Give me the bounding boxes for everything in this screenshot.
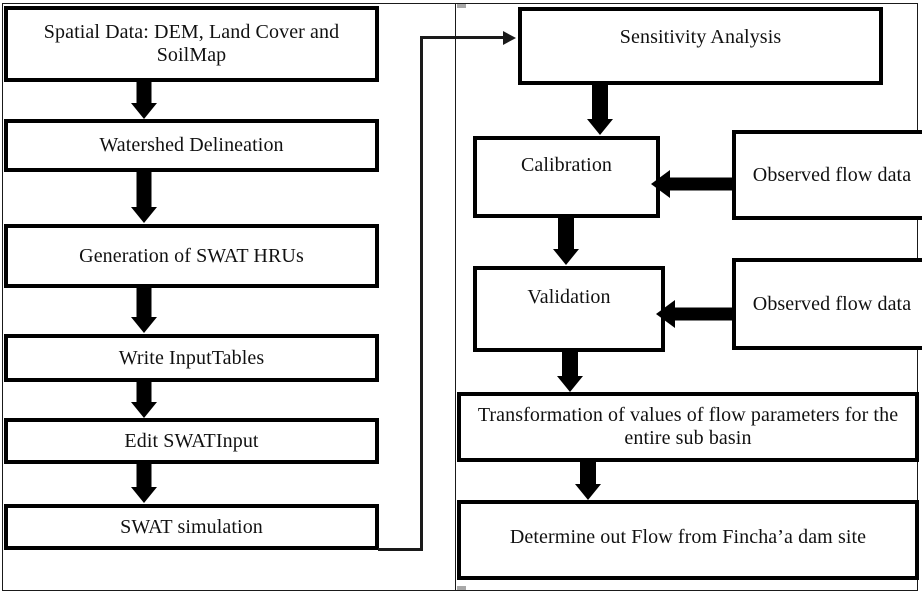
arrow-shaft <box>558 218 574 250</box>
node-calibration-label: Calibration <box>520 153 613 176</box>
arrow-head <box>587 119 613 135</box>
arrow-observed-to-calibration <box>651 170 735 198</box>
arrow-head <box>131 317 157 333</box>
arrow-head <box>557 376 583 392</box>
node-calibration[interactable]: Calibration <box>473 136 660 218</box>
arrow-head <box>553 249 579 265</box>
arrow-head <box>656 300 675 328</box>
node-watershed-delineation[interactable]: Watershed Delineation <box>4 119 379 172</box>
arrow-shaft <box>136 464 152 488</box>
arrow-shaft <box>592 85 608 120</box>
arrow-head <box>131 103 157 119</box>
node-observed-flow-data-calibration[interactable]: Observed flow data <box>732 130 922 220</box>
arrow-shaft <box>136 82 152 104</box>
arrow-head <box>131 402 157 418</box>
node-sensitivity-analysis-label: Sensitivity Analysis <box>619 25 782 48</box>
arrow-head <box>651 170 670 198</box>
node-validation-label: Validation <box>527 285 611 308</box>
node-write-input-tables-label: Write InputTables <box>118 346 265 369</box>
node-generation-swat-hrus-label: Generation of SWAT HRUs <box>79 244 304 267</box>
arrow-shaft <box>667 177 735 191</box>
node-observed-flow-data-validation-label: Observed flow data <box>752 292 912 315</box>
feedback-segment-vertical <box>420 36 423 551</box>
arrow-shaft <box>136 382 152 403</box>
node-generation-swat-hrus[interactable]: Generation of SWAT HRUs <box>4 224 379 288</box>
node-edit-swat-input[interactable]: Edit SWATInput <box>4 418 379 464</box>
node-transformation[interactable]: Transformation of values of flow paramet… <box>457 392 919 462</box>
node-spatial-data-label: Spatial Data: DEM, Land Cover and SoilMa… <box>43 21 340 66</box>
arrow-shaft <box>672 307 736 321</box>
arrow-head <box>131 487 157 503</box>
arrow-shaft <box>136 288 152 318</box>
figure-inner-divider <box>455 3 456 591</box>
node-determine-out-flow[interactable]: Determine out Flow from Fincha’a dam sit… <box>457 500 919 580</box>
arrow-observed-to-validation <box>656 300 736 328</box>
feedback-segment-bottom <box>378 548 423 551</box>
node-edit-swat-input-label: Edit SWATInput <box>124 429 259 452</box>
node-watershed-delineation-label: Watershed Delineation <box>99 134 284 157</box>
node-swat-simulation-label: SWAT simulation <box>120 515 263 538</box>
node-transformation-label: Transformation of values of flow paramet… <box>477 404 899 449</box>
feedback-arrow-head <box>503 30 516 45</box>
node-spatial-data[interactable]: Spatial Data: DEM, Land Cover and SoilMa… <box>4 6 379 82</box>
node-observed-flow-data-validation[interactable]: Observed flow data <box>732 258 922 350</box>
node-write-input-tables[interactable]: Write InputTables <box>4 334 379 382</box>
arrow-shaft <box>580 462 596 485</box>
node-sensitivity-analysis[interactable]: Sensitivity Analysis <box>518 7 883 85</box>
node-validation[interactable]: Validation <box>473 266 665 352</box>
arrow-head <box>131 207 157 223</box>
top-tick-mark <box>457 4 466 8</box>
arrow-head <box>575 484 601 500</box>
node-determine-out-flow-label: Determine out Flow from Fincha’a dam sit… <box>509 525 867 548</box>
arrow-shaft <box>562 352 578 377</box>
feedback-segment-top <box>420 36 505 39</box>
node-observed-flow-data-calibration-label: Observed flow data <box>752 163 912 186</box>
bottom-tick-mark <box>457 586 466 590</box>
arrow-shaft <box>136 172 152 208</box>
node-swat-simulation[interactable]: SWAT simulation <box>4 504 379 550</box>
